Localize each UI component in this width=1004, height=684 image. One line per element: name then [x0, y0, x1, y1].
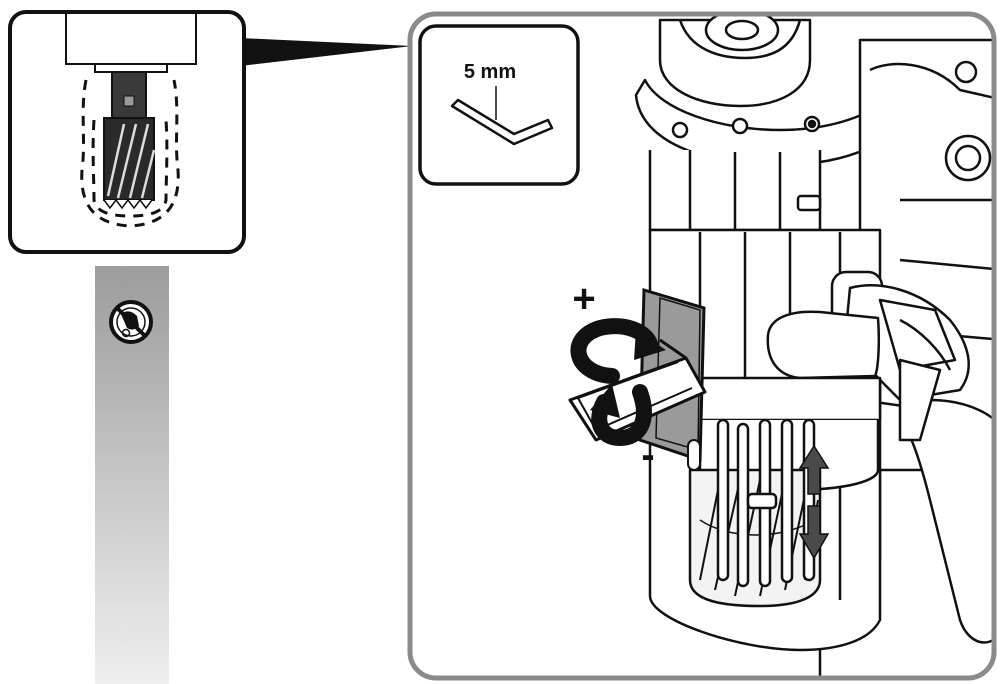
wrench-size-inset: 5 mm	[418, 24, 580, 186]
annular-cutter-detail-icon	[103, 117, 156, 210]
rotate-clockwise-icon	[570, 318, 666, 384]
cutter-detail-panel	[8, 10, 246, 254]
callout-pointer	[240, 38, 412, 66]
arrow-down-icon	[798, 505, 830, 560]
wrench-size-label: 5 mm	[464, 61, 516, 83]
arrow-up-icon	[798, 444, 830, 495]
no-touch-rotating-part-icon	[109, 300, 153, 344]
plus-label: +	[572, 277, 595, 321]
drill-machine-drawing	[634, 14, 994, 678]
minus-label: -	[641, 433, 654, 477]
allen-key-icon	[450, 98, 554, 146]
rotate-counterclockwise-icon	[590, 384, 652, 447]
